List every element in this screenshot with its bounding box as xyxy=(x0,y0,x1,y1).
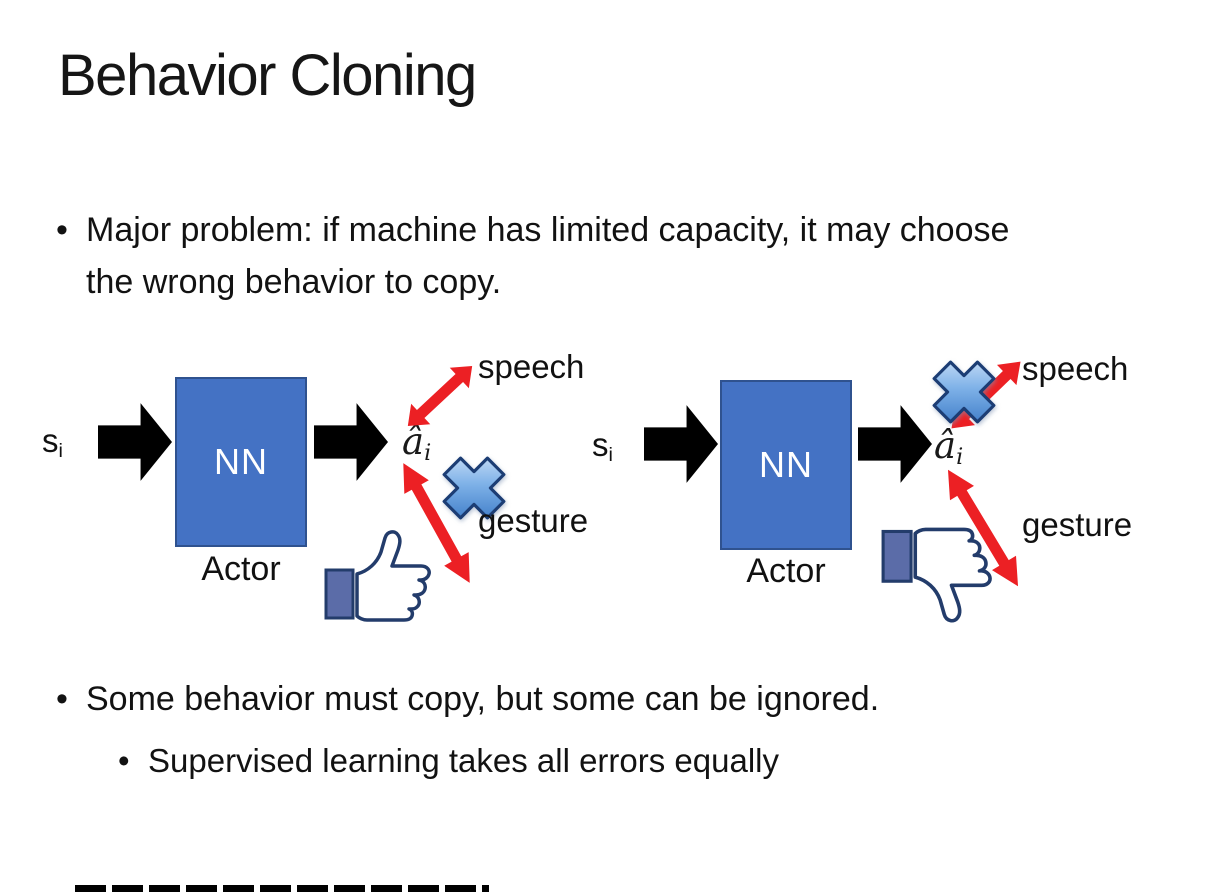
bullet-text: Some behavior must copy, but some can be… xyxy=(86,680,880,718)
gesture-label: gesture xyxy=(478,502,589,539)
slide-title: Behavior Cloning xyxy=(58,43,477,108)
bottom-dashed-line xyxy=(75,885,489,892)
action-letter: â xyxy=(934,424,957,467)
bullet-major-problem: Major problem: if machine has limited ca… xyxy=(56,204,1016,308)
actor-label: Actor xyxy=(746,552,826,590)
action-subscript: i xyxy=(956,444,964,471)
state-letter: s xyxy=(42,422,59,459)
bullet-marker xyxy=(56,204,86,256)
bullet-text: Supervised learning takes all errors equ… xyxy=(148,742,779,779)
action-symbol: âi xyxy=(402,420,432,467)
state-symbol: si xyxy=(592,426,613,466)
state-subscript: i xyxy=(58,439,63,462)
output-block-arrow-icon xyxy=(314,403,388,481)
speech-double-arrow-icon xyxy=(407,365,473,427)
bullet-some-behavior: Some behavior must copy, but some can be… xyxy=(56,676,879,722)
thumbs-up-icon xyxy=(324,530,431,622)
thumbs-down-icon xyxy=(881,527,992,623)
right-behavior-diagram: si NN âi speech xyxy=(582,340,1202,640)
action-symbol: âi xyxy=(934,424,964,471)
nn-label: NN xyxy=(214,441,268,482)
nn-label: NN xyxy=(759,444,813,485)
state-letter: s xyxy=(592,426,609,463)
cross-out-icon xyxy=(932,360,996,424)
speech-label: speech xyxy=(1022,350,1129,387)
gesture-double-arrow-icon xyxy=(403,463,470,583)
action-subscript: i xyxy=(424,440,432,467)
output-block-arrow-icon xyxy=(858,405,932,483)
action-letter: â xyxy=(402,420,425,463)
state-subscript: i xyxy=(608,443,613,466)
gesture-label: gesture xyxy=(1022,506,1133,543)
left-behavior-diagram: si NN âi speech xyxy=(28,340,603,640)
nn-box: NN xyxy=(175,377,307,547)
input-block-arrow-icon xyxy=(644,405,718,483)
speech-label: speech xyxy=(478,348,585,385)
bullet-marker xyxy=(118,738,148,784)
state-symbol: si xyxy=(42,422,63,462)
subbullet-supervised-learning: Supervised learning takes all errors equ… xyxy=(118,738,779,784)
input-block-arrow-icon xyxy=(98,403,172,481)
bullet-marker xyxy=(56,676,86,722)
bullet-text: Major problem: if machine has limited ca… xyxy=(86,211,1010,301)
gesture-double-arrow-icon xyxy=(947,469,1019,587)
actor-label: Actor xyxy=(201,550,281,588)
nn-box: NN xyxy=(720,380,852,550)
cross-out-icon xyxy=(442,456,506,520)
